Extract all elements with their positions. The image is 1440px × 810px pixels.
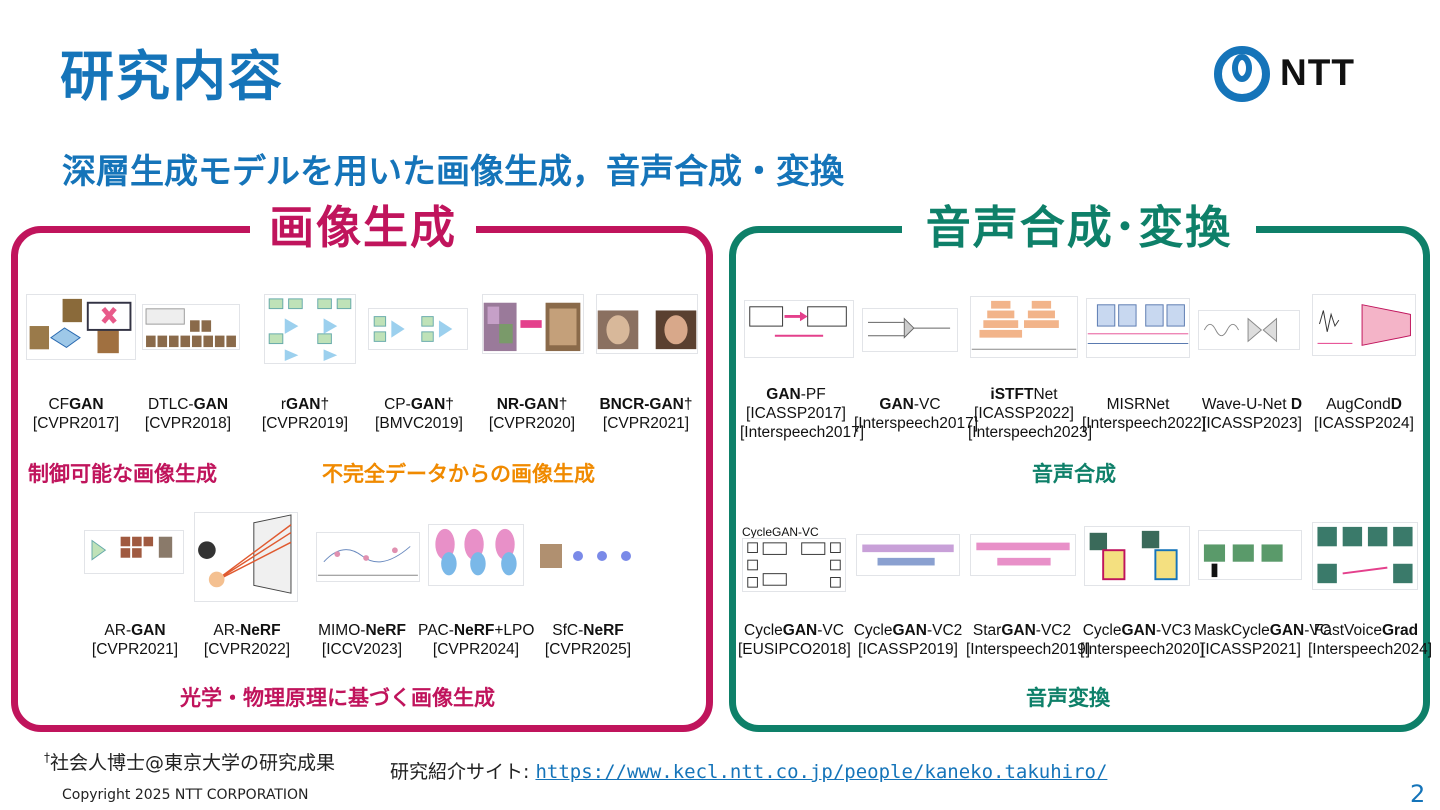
gan-vc-caption: GAN-VC[Interspeech2017] [854,396,979,432]
dtlc-gan-figure [142,304,240,350]
ntt-logo-icon [1214,46,1270,102]
augcondd-caption: AugCondD[ICASSP2024] [1314,396,1414,432]
stargan-vc2-figure [970,534,1076,576]
misrnet-caption: MISRNet[Interspeech2022] [1082,396,1207,432]
rgan-figure [264,294,356,364]
istftnet-figure [970,296,1078,358]
sfc-nerf-figure [538,542,634,570]
ar-nerf-figure [194,512,298,602]
footnote-text: 社会人博士@東京大学の研究成果 [50,752,336,774]
ar-gan-caption: AR-GAN[CVPR2021] [91,622,179,658]
research-site: 研究紹介サイト: https://www.kecl.ntt.co.jp/peop… [390,757,1107,784]
pac-nerf-caption: PAC-NeRF+LPO[CVPR2024] [418,622,535,658]
mimo-nerf-figure [316,532,420,582]
cyclegan-vc-figure-label: CycleGAN-VC [742,525,819,539]
stargan-vc2-caption: StarGAN-VC2[Interspeech2019] [966,622,1091,658]
ar-nerf-caption: AR-NeRF[CVPR2022] [203,622,291,658]
bncr-gan-caption: BNCR-GAN†[CVPR2021] [599,396,693,432]
maskcyclegan-vc-figure [1198,530,1302,580]
augcondd-figure [1312,294,1416,356]
fastvoicegrad-caption: FastVoiceGrad[Interspeech2024] [1308,622,1433,658]
nr-gan-caption: NR-GAN†[CVPR2020] [488,396,576,432]
category-incomplete-data: 不完全データからの画像生成 [322,462,595,486]
istftnet-caption: iSTFTNet[ICASSP2022][Interspeech2023] [968,386,1093,441]
logo-text: NTT [1280,52,1355,93]
site-label: 研究紹介サイト: [390,761,536,783]
category-speech-synthesis: 音声合成 [1032,462,1116,486]
cyclegan-vc2-figure [856,534,960,576]
bncr-gan-figure [596,294,698,354]
cyclegan-vc-figure [742,538,846,592]
footnote-mark: † [44,750,50,765]
cyclegan-vc-caption: CycleGAN-VC[EUSIPCO2018] [738,622,851,658]
maskcyclegan-vc-caption: MaskCycleGAN-VC[ICASSP2021] [1194,622,1331,658]
ar-gan-figure [84,530,184,574]
cp-gan-caption: CP-GAN†[BMVC2019] [375,396,463,432]
sfc-nerf-caption: SfC-NeRF[CVPR2025] [544,622,632,658]
speech-panel-title: 音声合成･変換 [902,200,1256,256]
cfgan-caption: CFGAN[CVPR2017] [32,396,120,432]
rgan-caption: rGAN†[CVPR2019] [261,396,349,432]
cfgan-figure [26,294,136,360]
category-voice-conversion: 音声変換 [1026,686,1110,710]
mimo-nerf-caption: MIMO-NeRF[ICCV2023] [318,622,406,658]
cyclegan-vc2-caption: CycleGAN-VC2[ICASSP2019] [853,622,963,658]
gan-vc-figure [862,308,958,352]
wave-u-net-d-caption: Wave-U-Net D[ICASSP2023] [1201,396,1303,432]
misrnet-figure [1086,298,1190,358]
footnote: †社会人博士@東京大学の研究成果 [44,748,335,775]
page-subtitle: 深層生成モデルを用いた画像生成，音声合成・変換 [62,152,844,192]
gan-pf-figure [744,300,854,358]
cyclegan-vc3-caption: CycleGAN-VC3[Interspeech2020] [1080,622,1205,658]
pac-nerf-figure [428,524,524,586]
wave-u-net-d-figure [1198,310,1300,350]
image-panel-title: 画像生成 [250,200,476,256]
dtlc-gan-caption: DTLC-GAN[CVPR2018] [144,396,232,432]
fastvoicegrad-figure [1312,522,1418,590]
ntt-logo: NTT [1212,44,1372,104]
category-controllable: 制御可能な画像生成 [28,462,217,486]
cyclegan-vc3-figure [1084,526,1190,586]
page-title: 研究内容 [60,45,284,108]
site-link[interactable]: https://www.kecl.ntt.co.jp/people/kaneko… [535,761,1108,783]
gan-pf-caption: GAN-PF[ICASSP2017][Interspeech2017] [740,386,865,441]
nr-gan-figure [482,294,584,354]
page-number: 2 [1410,780,1426,808]
copyright: Copyright 2025 NTT CORPORATION [62,787,309,803]
category-optics: 光学・物理原理に基づく画像生成 [180,686,495,710]
cp-gan-figure [368,308,468,350]
